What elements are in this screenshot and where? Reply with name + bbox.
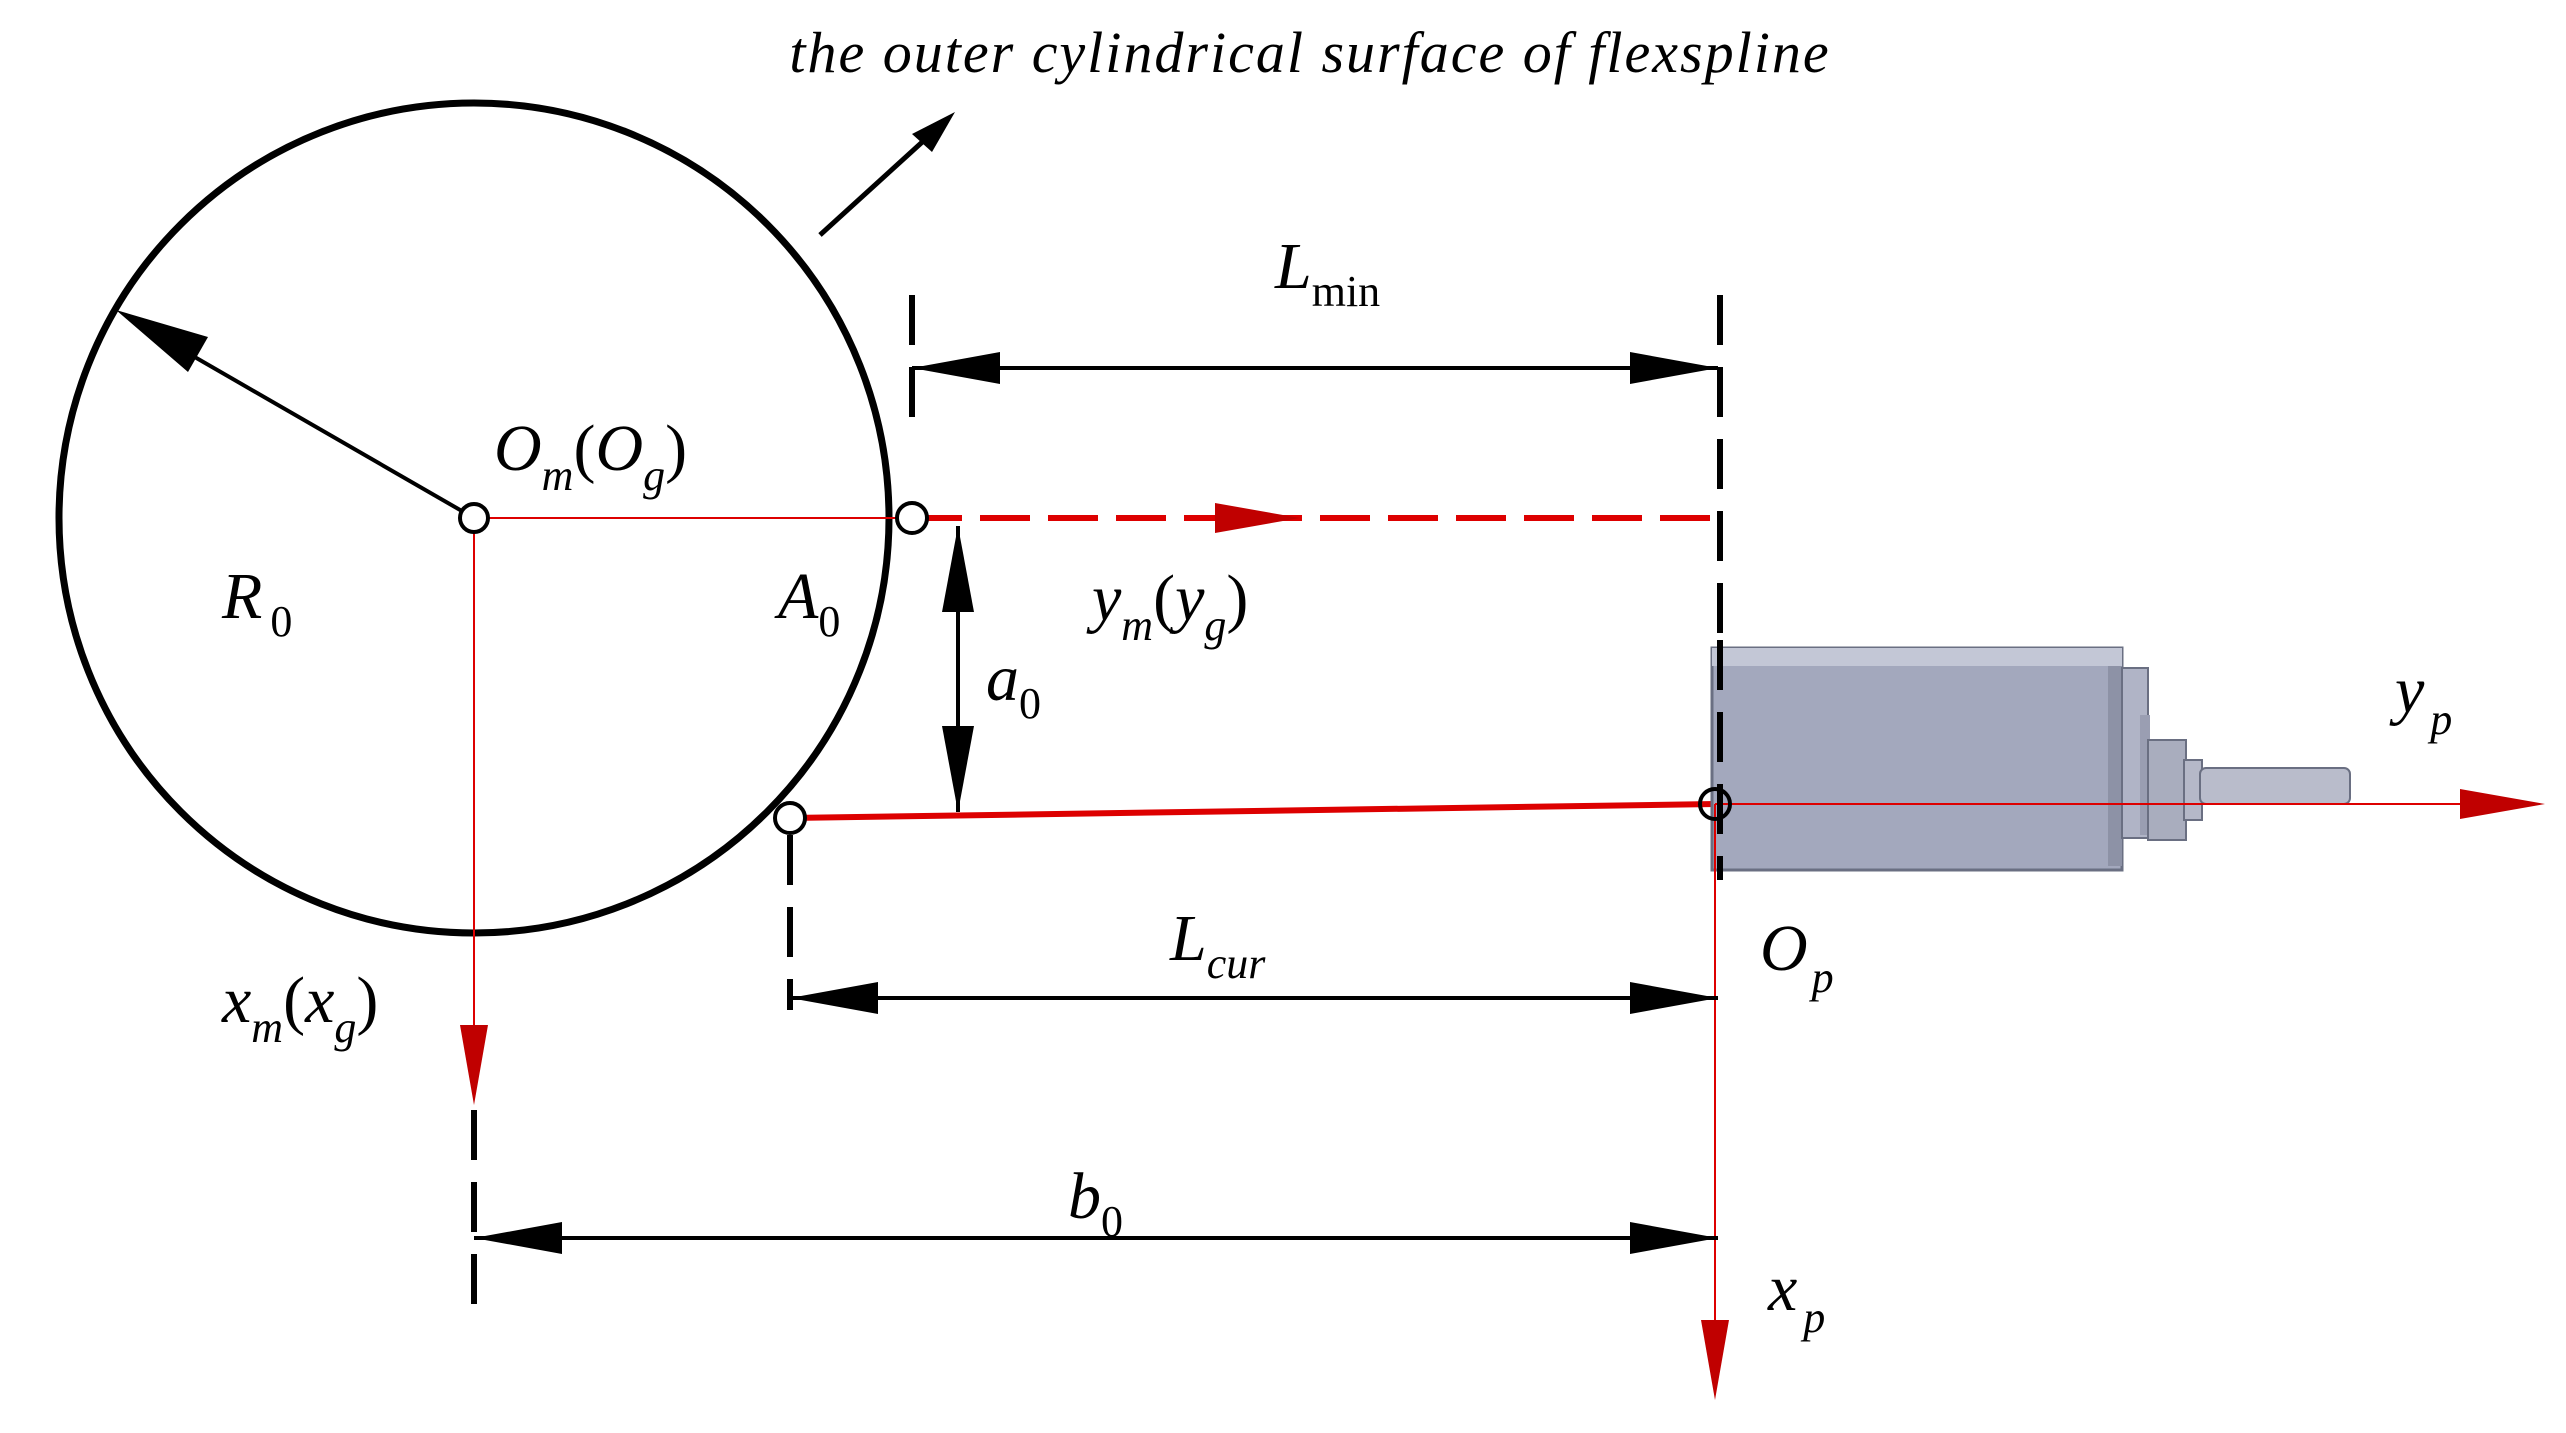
label-op: Op (1760, 912, 1834, 1002)
label-lcur: Lcur (1169, 902, 1266, 988)
xm-axis-arrowhead (460, 1025, 488, 1105)
point-a-current (773, 801, 807, 835)
xp-axis-arrowhead (1701, 1320, 1729, 1400)
motor-image (1710, 646, 2351, 872)
ym-axis-dashed (912, 503, 1720, 533)
extension-lines (471, 295, 1723, 1310)
yp-axis-arrowhead (2460, 789, 2545, 819)
b0-dimension-arrow (474, 1222, 1718, 1254)
label-om-og: Om(Og) (494, 412, 687, 500)
caption-text: the outer cylindrical surface of flexspl… (789, 20, 1830, 85)
label-ym-yg: ym(yg) (1086, 562, 1248, 650)
point-op (1698, 787, 1732, 821)
point-om (458, 502, 490, 534)
lmin-dimension-arrow (912, 352, 1718, 384)
point-a0 (895, 501, 929, 535)
label-a0-offset: a0 (986, 642, 1041, 728)
label-a0-point: A0 (774, 560, 840, 646)
a0-dimension-arrow (942, 526, 974, 812)
offset-connection-line (789, 801, 1716, 821)
label-xm-xg: xm(xg) (221, 964, 378, 1052)
label-lmin: Lmin (1274, 230, 1380, 316)
label-b0: b0 (1068, 1160, 1123, 1246)
caption-pointer-arrow (818, 112, 955, 237)
radius-arrow (116, 310, 475, 520)
lcur-dimension-arrow (790, 982, 1718, 1014)
